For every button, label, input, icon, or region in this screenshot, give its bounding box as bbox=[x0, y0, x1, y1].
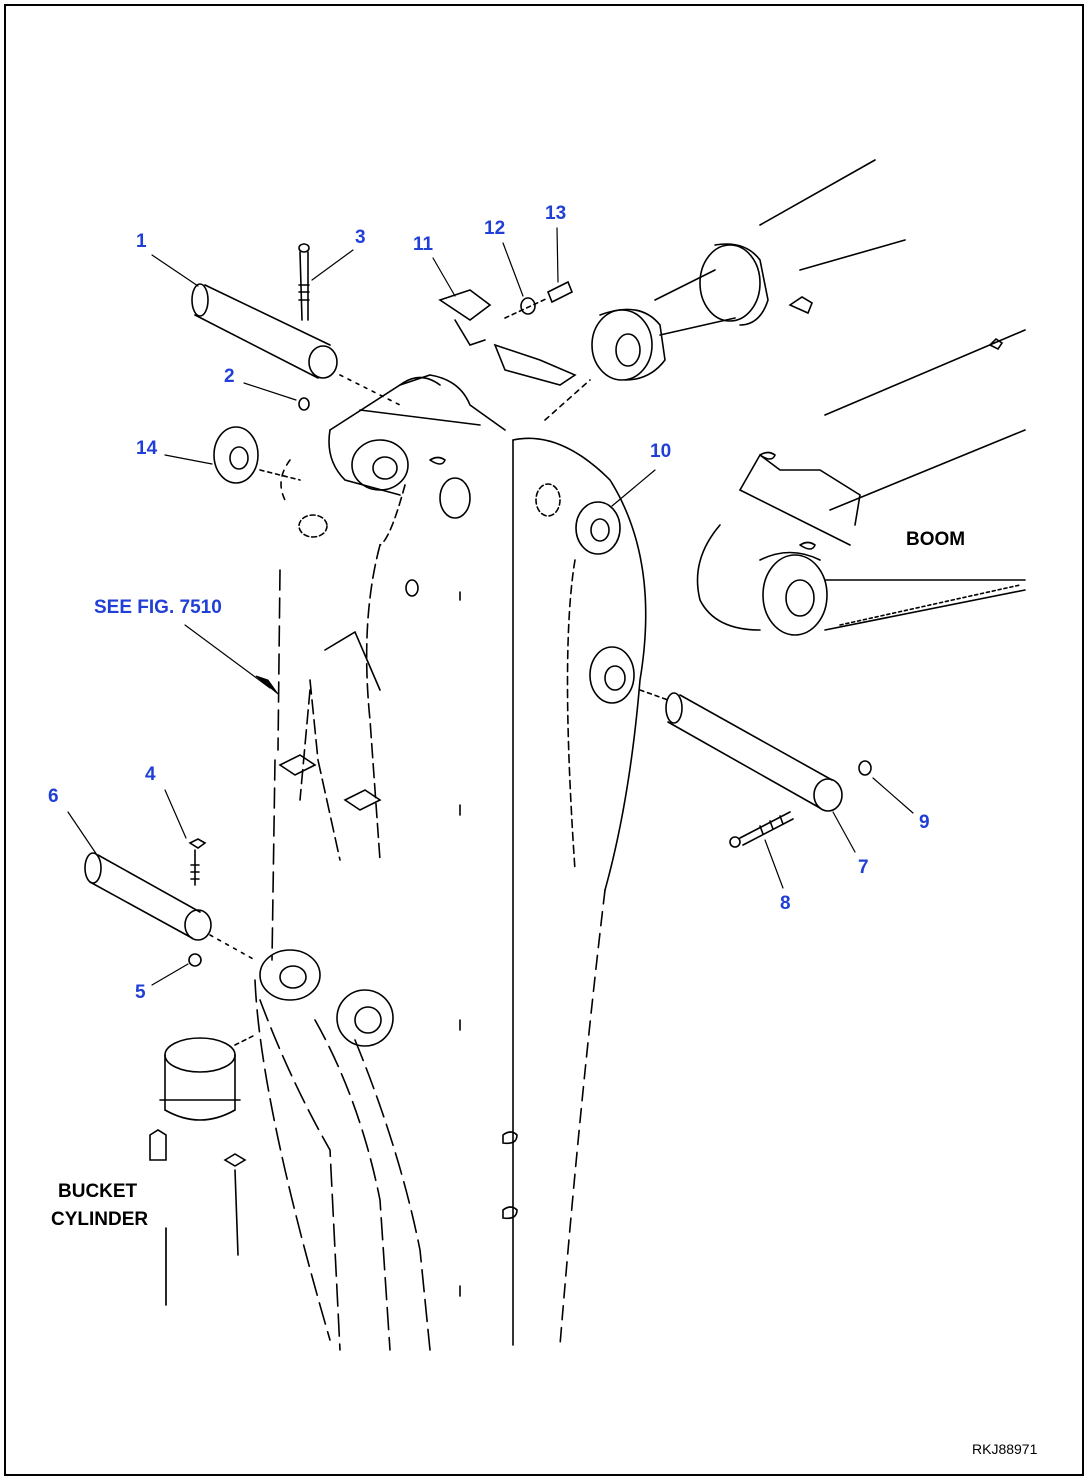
boom-label: BOOM bbox=[906, 529, 966, 550]
washer-12 bbox=[520, 297, 536, 315]
callout-9: 9 bbox=[919, 812, 930, 833]
bushing bbox=[589, 646, 635, 704]
bolt-3 bbox=[298, 243, 310, 321]
plate-11 bbox=[438, 289, 577, 386]
callout-11: 11 bbox=[413, 234, 434, 255]
drawing-number: RKJ88971 bbox=[972, 1441, 1038, 1457]
see-fig-arrow-head bbox=[255, 675, 279, 695]
boom bbox=[696, 329, 1026, 636]
bolt-13 bbox=[504, 280, 574, 319]
washer-2 bbox=[298, 397, 310, 411]
washer-9 bbox=[858, 760, 872, 776]
callout-5: 5 bbox=[135, 982, 146, 1003]
callout-4: 4 bbox=[145, 764, 156, 785]
boom-cylinder bbox=[544, 159, 906, 421]
leader-lines bbox=[67, 227, 914, 1306]
bucket-cylinder-label-line1: BUCKET bbox=[58, 1181, 138, 1202]
callout-14: 14 bbox=[136, 438, 158, 459]
pin-6 bbox=[84, 852, 256, 961]
callout-3: 3 bbox=[355, 227, 366, 248]
bucket-cylinder-label-line2: CYLINDER bbox=[51, 1209, 149, 1230]
callout-1: 1 bbox=[136, 231, 147, 252]
callout-8: 8 bbox=[780, 893, 791, 914]
pin-1 bbox=[191, 283, 401, 406]
bolt-8 bbox=[729, 811, 794, 848]
callout-12: 12 bbox=[484, 218, 506, 239]
callout-13: 13 bbox=[545, 203, 567, 224]
shim-14 bbox=[213, 426, 301, 484]
washer-5 bbox=[188, 953, 202, 967]
shim-10 bbox=[575, 501, 621, 555]
bolt-4 bbox=[188, 838, 207, 886]
callout-2: 2 bbox=[224, 366, 235, 387]
callout-7: 7 bbox=[858, 857, 869, 878]
arm bbox=[254, 374, 647, 1351]
callout-10: 10 bbox=[650, 441, 672, 462]
see-fig-reference: SEE FIG. 7510 bbox=[94, 597, 222, 618]
drawing-frame bbox=[4, 4, 1084, 1476]
pin-7 bbox=[639, 689, 843, 812]
callout-6: 6 bbox=[48, 786, 59, 807]
